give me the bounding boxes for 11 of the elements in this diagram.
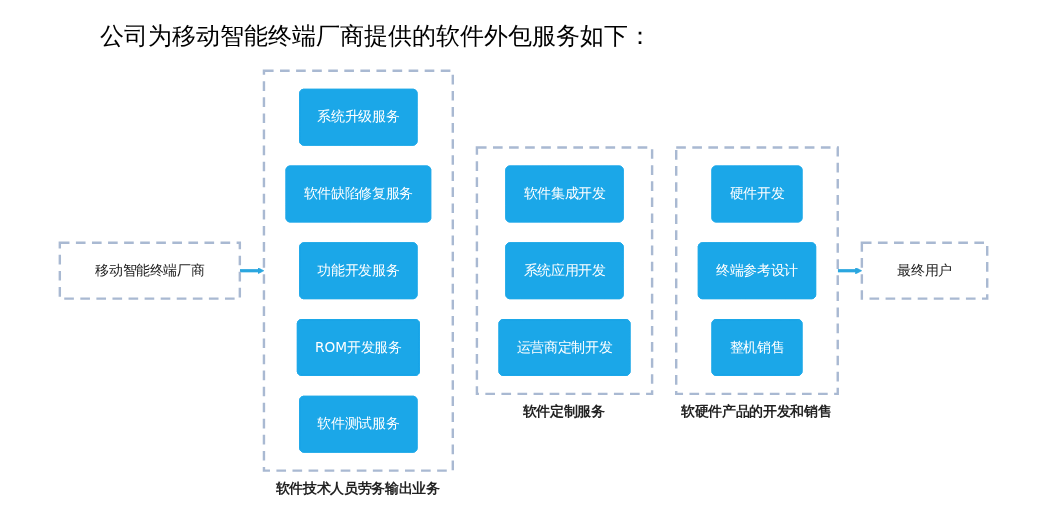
- cluster: [263, 69, 455, 472]
- arrow: [240, 267, 265, 275]
- node-label: 软件技术人员劳务输出业务: [276, 480, 441, 497]
- arrow: [838, 267, 863, 275]
- title: 公司为移动智能终端厂商提供的软件外包服务如下：: [100, 21, 652, 52]
- node-box: 最终用户: [861, 241, 989, 300]
- cluster: [675, 146, 840, 396]
- node-label: 软硬件产品的开发和销售: [681, 403, 832, 420]
- node-label: 软件定制服务: [523, 403, 606, 420]
- node-box: 移动智能终端厂商: [59, 241, 242, 300]
- cluster: [476, 146, 654, 396]
